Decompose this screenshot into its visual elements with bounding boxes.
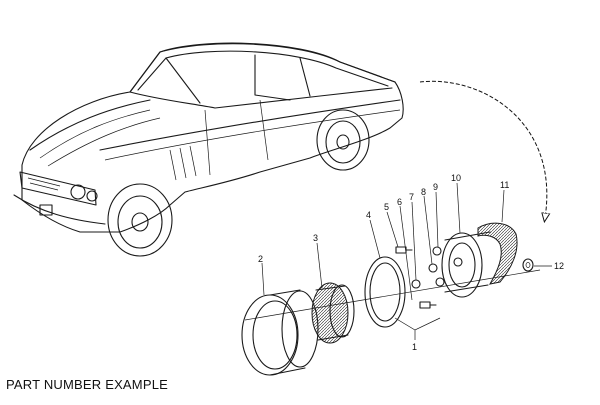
callout-1: 1 — [412, 342, 417, 352]
part-11-bracket — [477, 222, 518, 285]
callout-labels: 2 3 4 5 6 7 8 9 10 11 12 1 — [258, 173, 564, 352]
pointer-arrow — [419, 80, 547, 218]
part-2-bezel — [241, 289, 319, 376]
callout-4: 4 — [366, 210, 371, 220]
caption-text: PART NUMBER EXAMPLE — [6, 377, 169, 392]
callout-11: 11 — [500, 180, 509, 190]
callout-9: 9 — [433, 182, 438, 192]
callout-2: 2 — [258, 254, 263, 264]
callout-10: 10 — [451, 173, 461, 183]
callout-leaders — [261, 182, 552, 340]
callout-12: 12 — [554, 261, 564, 271]
exploded-view — [241, 222, 541, 376]
callout-7: 7 — [409, 192, 414, 202]
part-3-lens — [311, 282, 355, 344]
assembly-axis — [244, 269, 541, 321]
part-12-nut — [522, 258, 534, 272]
part-4-ring — [364, 256, 406, 328]
callout-8: 8 — [421, 187, 426, 197]
callout-5: 5 — [384, 202, 389, 212]
car-illustration — [13, 42, 404, 257]
callout-6: 6 — [397, 197, 402, 207]
part-5-6-screws — [395, 246, 437, 309]
callout-3: 3 — [313, 233, 318, 243]
part-7-9-small-parts — [411, 246, 445, 289]
part-10-housing — [441, 231, 491, 298]
